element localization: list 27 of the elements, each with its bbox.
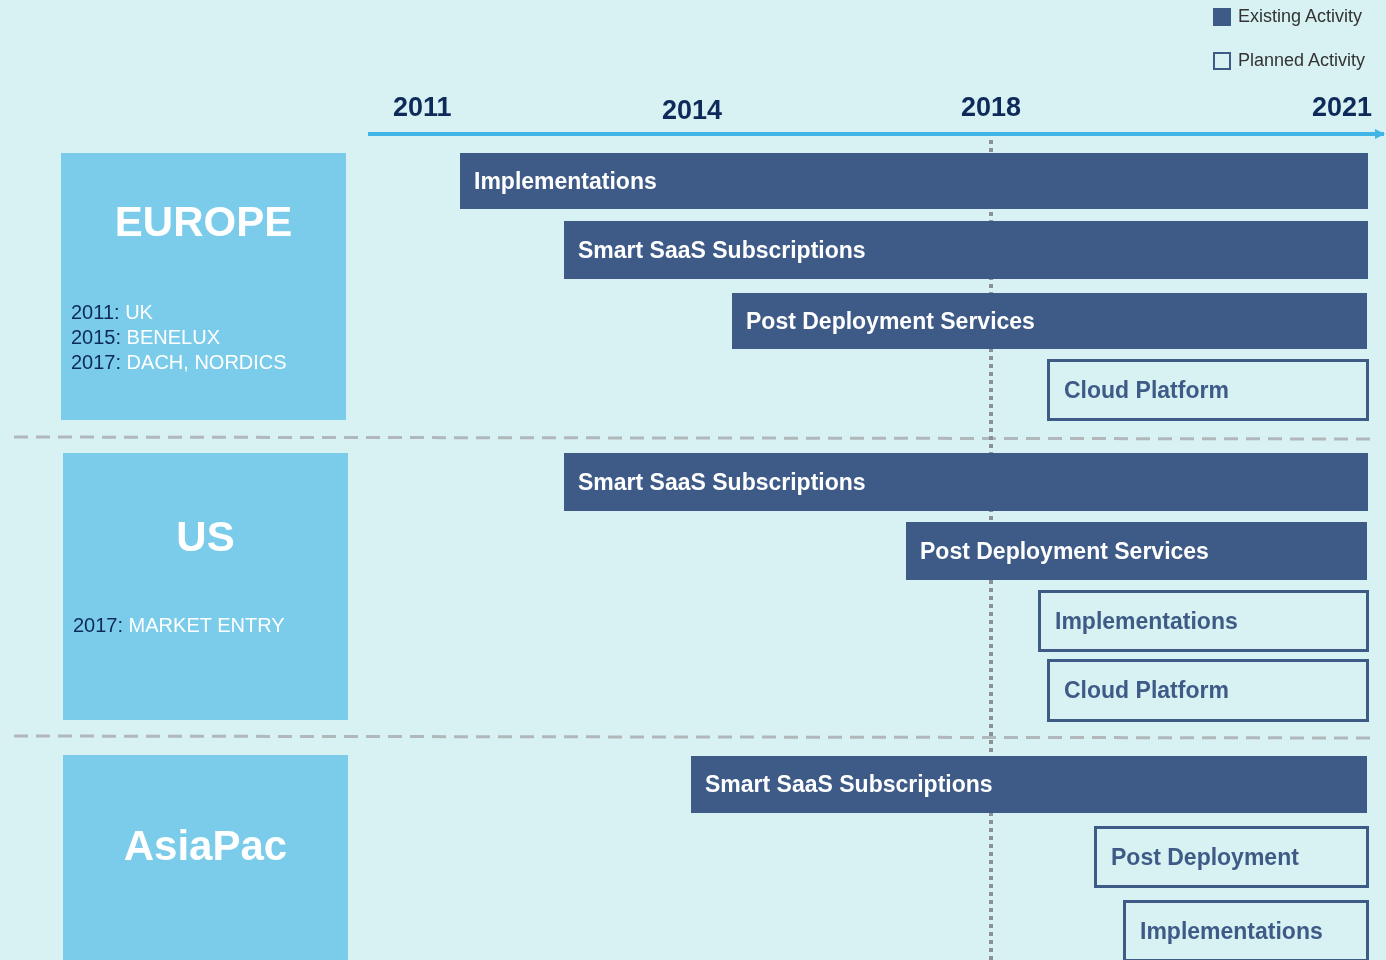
existing-activity-bar: Smart SaaS Subscriptions: [564, 221, 1368, 279]
legend-label: Planned Activity: [1238, 50, 1366, 71]
region-title: US: [175, 513, 236, 561]
region-panel: [61, 153, 346, 420]
legend-label: Existing Activity: [1238, 6, 1363, 27]
region-title: AsiaPac: [122, 822, 289, 870]
year-label: 2011: [393, 92, 452, 123]
year-label: 2021: [1312, 92, 1373, 123]
existing-activity-bar: Smart SaaS Subscriptions: [691, 756, 1367, 813]
region-panel: [63, 453, 348, 720]
existing-activity-bar: Smart SaaS Subscriptions: [564, 453, 1368, 511]
region-note: 2011: UK: [71, 300, 153, 325]
planned-activity-bar: Implementations: [1123, 900, 1369, 960]
planned-activity-bar: Post Deployment: [1094, 826, 1369, 888]
planned-activity-bar: Implementations: [1038, 590, 1369, 652]
planned-activity-bar: Cloud Platform: [1047, 659, 1369, 722]
existing-activity-bar: Implementations: [460, 153, 1368, 209]
existing-activity-bar: Post Deployment Services: [906, 522, 1367, 580]
region-note: 2017: DACH, NORDICS: [71, 350, 287, 375]
region-title: EUROPE: [113, 198, 294, 246]
region-note: 2015: BENELUX: [71, 325, 220, 350]
region-panel: [63, 755, 348, 960]
planned-activity-bar: Cloud Platform: [1047, 359, 1369, 421]
region-note: 2017: MARKET ENTRY: [73, 613, 285, 638]
existing-activity-bar: Post Deployment Services: [732, 293, 1367, 349]
year-label: 2014: [662, 95, 723, 126]
year-label: 2018: [961, 92, 1022, 123]
